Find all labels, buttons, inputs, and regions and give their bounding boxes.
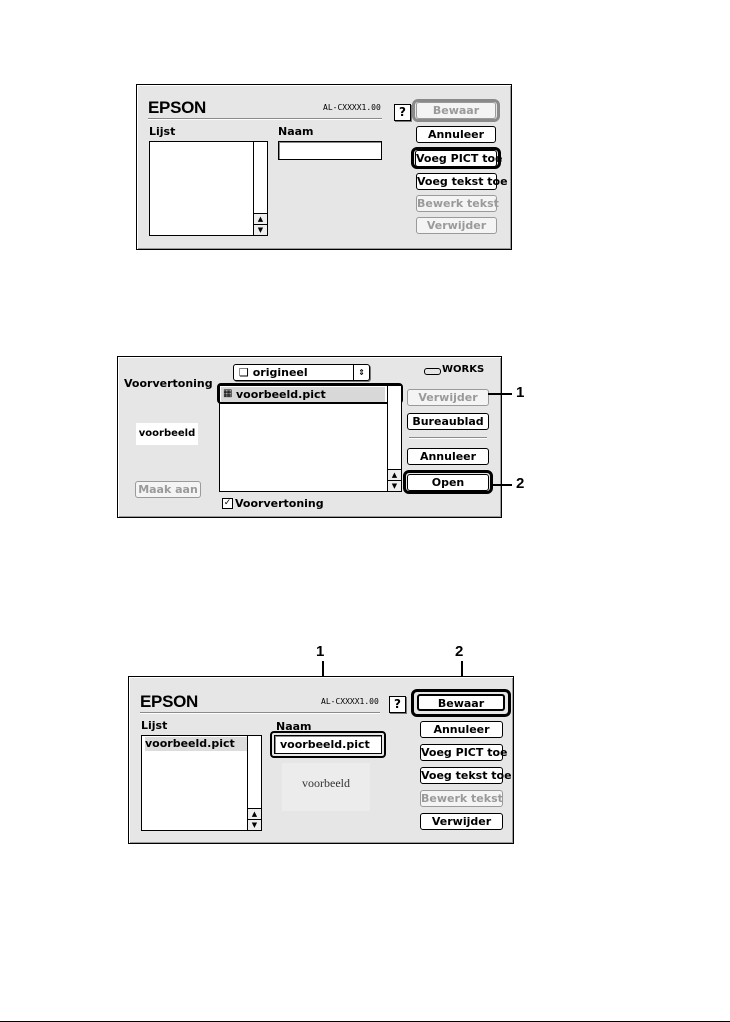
header-divider bbox=[140, 712, 380, 714]
scroll-up-arrow-icon[interactable]: ▲ bbox=[248, 808, 261, 819]
callout-number-2: 2 bbox=[455, 643, 464, 660]
disk-icon bbox=[424, 368, 441, 375]
volume-name: WORKS bbox=[442, 364, 485, 375]
watermark-preview: voorbeeld bbox=[282, 763, 370, 811]
edit-text-button[interactable]: Bewerk tekst bbox=[420, 790, 503, 807]
save-highlight bbox=[411, 689, 511, 717]
scroll-up-arrow-icon[interactable]: ▲ bbox=[388, 469, 401, 480]
create-preview-button[interactable]: Maak aan bbox=[135, 481, 201, 498]
button-divider bbox=[409, 437, 487, 439]
open-file-dialog: Voorvertoning voorbeeld Maak aan ❑ origi… bbox=[117, 356, 502, 518]
add-pict-button[interactable]: Voeg PICT toe bbox=[420, 744, 508, 761]
add-text-button[interactable]: Voeg tekst toe bbox=[416, 173, 508, 190]
callout-number-1: 1 bbox=[316, 643, 325, 660]
watermark-list[interactable] bbox=[149, 141, 268, 236]
pict-file-icon: ▦ bbox=[223, 388, 233, 399]
name-field-highlight bbox=[270, 731, 386, 758]
callout-line-2 bbox=[492, 484, 512, 486]
save-button[interactable]: Bewaar bbox=[417, 694, 505, 711]
cancel-button[interactable]: Annuleer bbox=[416, 126, 496, 143]
name-input[interactable] bbox=[278, 141, 382, 160]
add-pict-highlight bbox=[411, 147, 501, 169]
file-name: voorbeeld.pict bbox=[236, 388, 326, 401]
help-button[interactable]: ? bbox=[394, 104, 411, 121]
show-preview-label: Voorvertoning bbox=[235, 497, 324, 510]
model-version: AL-CXXXX1.00 bbox=[323, 103, 381, 112]
callout-line-1 bbox=[488, 393, 512, 395]
cancel-button[interactable]: Annuleer bbox=[407, 448, 489, 465]
name-label: Naam bbox=[276, 720, 312, 733]
add-text-button[interactable]: Voeg tekst toe bbox=[420, 767, 512, 784]
eject-button[interactable]: Verwijder bbox=[407, 389, 489, 406]
name-input[interactable]: voorbeeld.pict bbox=[274, 735, 382, 754]
open-button[interactable]: Open bbox=[407, 474, 489, 491]
watermark-dialog-filled: EPSON AL-CXXXX1.00 ? Lijst voorbeeld.pic… bbox=[128, 676, 514, 844]
header-divider bbox=[148, 118, 382, 120]
watermark-dialog-empty: EPSON AL-CXXXX1.00 ? Lijst ▲ ▼ Naam Bewa… bbox=[136, 84, 512, 250]
list-scrollbar[interactable]: ▲ ▼ bbox=[253, 141, 268, 236]
preview-thumbnail: voorbeeld bbox=[136, 423, 198, 445]
name-label: Naam bbox=[278, 125, 314, 138]
scroll-down-arrow-icon[interactable]: ▼ bbox=[254, 224, 267, 235]
add-pict-button[interactable]: Voeg PICT toe bbox=[415, 150, 503, 167]
delete-button[interactable]: Verwijder bbox=[416, 217, 497, 234]
preview-label: Voorvertoning bbox=[124, 377, 213, 390]
watermark-list[interactable]: voorbeeld.pict bbox=[141, 735, 262, 831]
open-default-ring bbox=[403, 470, 493, 494]
desktop-button[interactable]: Bureaublad bbox=[407, 413, 489, 430]
model-version: AL-CXXXX1.00 bbox=[321, 697, 379, 706]
scroll-down-arrow-icon[interactable]: ▼ bbox=[388, 480, 401, 491]
list-item[interactable]: voorbeeld.pict bbox=[145, 737, 247, 751]
list-label: Lijst bbox=[149, 125, 176, 138]
list-item[interactable]: ▦ voorbeeld.pict bbox=[221, 387, 385, 402]
selected-file-highlight bbox=[217, 383, 403, 404]
list-scrollbar[interactable]: ▲ ▼ bbox=[247, 735, 262, 831]
folder-icon: ❑ bbox=[239, 366, 249, 379]
scroll-down-arrow-icon[interactable]: ▼ bbox=[248, 819, 261, 830]
epson-logo: EPSON bbox=[148, 98, 207, 117]
callout-number-1: 1 bbox=[516, 384, 525, 401]
scroll-up-arrow-icon[interactable]: ▲ bbox=[254, 213, 267, 224]
epson-logo: EPSON bbox=[140, 692, 199, 711]
edit-text-button[interactable]: Bewerk tekst bbox=[416, 195, 499, 212]
folder-popup[interactable]: ❑ origineel watermerk ⇕ bbox=[233, 364, 370, 394]
delete-button[interactable]: Verwijder bbox=[420, 813, 503, 830]
callout-number-2: 2 bbox=[516, 475, 525, 492]
preview-checkbox[interactable]: ✓ bbox=[222, 498, 233, 509]
cancel-button[interactable]: Annuleer bbox=[420, 721, 503, 738]
file-list-scrollbar[interactable]: ▲ ▼ bbox=[387, 385, 402, 492]
callout-line-2 bbox=[461, 661, 463, 687]
help-button[interactable]: ? bbox=[389, 696, 406, 713]
save-button[interactable]: Bewaar bbox=[416, 102, 496, 119]
popup-arrows-icon: ⇕ bbox=[353, 365, 365, 380]
default-button-ring bbox=[412, 99, 500, 122]
list-label: Lijst bbox=[141, 719, 168, 732]
